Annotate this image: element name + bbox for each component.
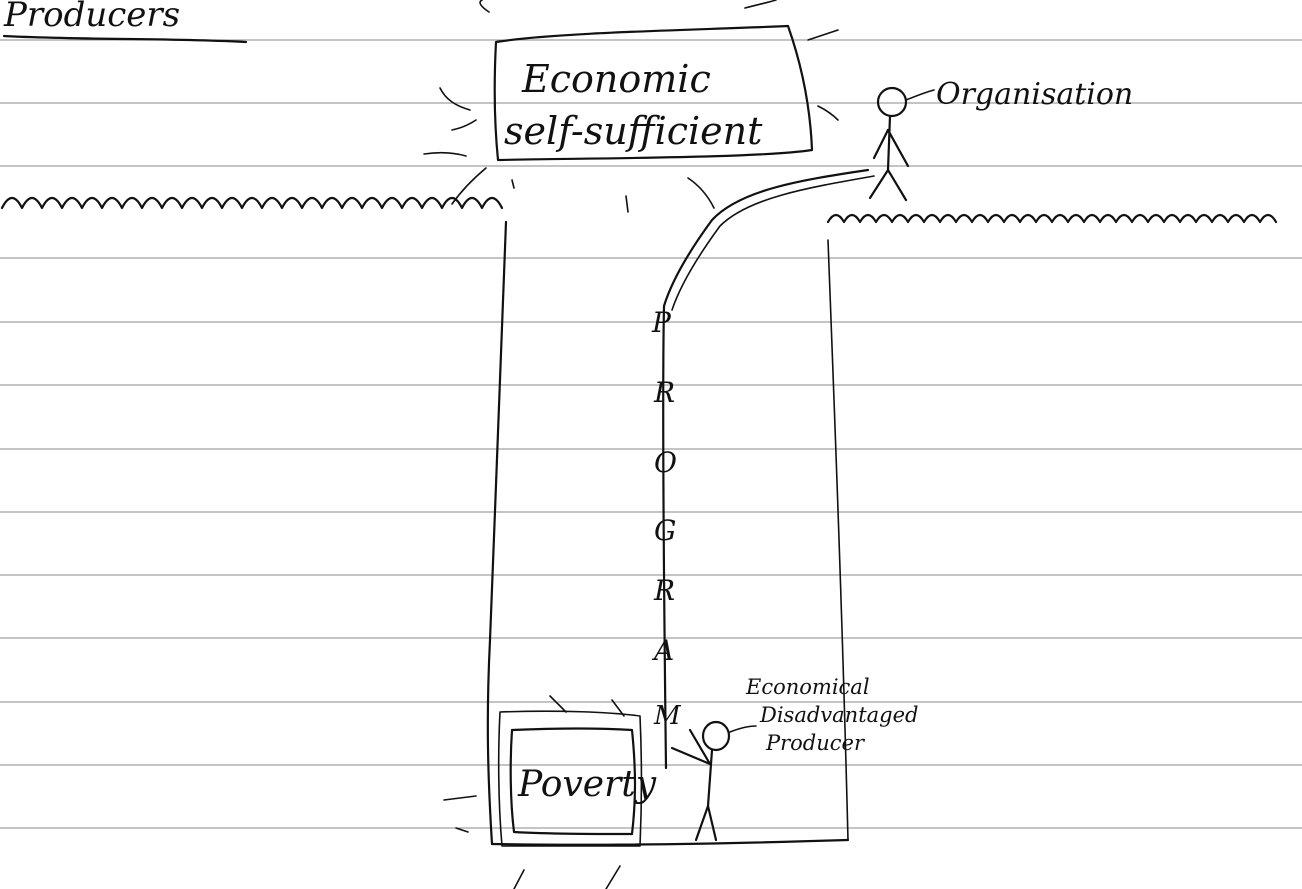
rope [662, 168, 870, 770]
producer-label-line3: Producer [765, 731, 866, 755]
rope-letter-a: A [651, 634, 674, 667]
rope-letter-r1: R [653, 376, 675, 409]
organisation-label: Organisation [936, 77, 1133, 112]
producer-label-line1: Economical [745, 675, 870, 699]
rope-letter-p: P [651, 306, 672, 339]
rope-letter-m: M [653, 701, 682, 731]
producer-label-line2: Disadvantaged [759, 703, 918, 727]
producer-pointer [729, 725, 757, 733]
organisation-pointer [905, 89, 935, 101]
rope-letters: P R O G R A M [651, 306, 682, 731]
heading: Producers [3, 0, 180, 35]
poverty-box-outer [497, 710, 643, 847]
rope-outline [671, 175, 875, 311]
goal-box [493, 24, 814, 162]
goal-box-line1: Economic [521, 57, 711, 101]
pit-floor [490, 838, 850, 846]
rope-letter-o: O [654, 446, 677, 479]
ground-left [0, 196, 504, 210]
notebook-lines [0, 39, 1302, 829]
pit-right-wall [827, 239, 849, 841]
pit-left-wall [486, 220, 508, 846]
ground-right [826, 213, 1278, 224]
organisation-figure [868, 86, 910, 202]
poverty-box-inner [509, 727, 637, 836]
goal-box-line2: self-sufficient [504, 109, 763, 153]
poverty-label: Poverty [517, 764, 657, 805]
rope-letter-r2: R [653, 574, 675, 607]
rope-letter-g: G [654, 514, 676, 547]
producer-figure [670, 720, 731, 842]
poverty-rays [443, 695, 625, 889]
heading-underline [2, 34, 248, 44]
goal-rays [423, 0, 839, 213]
